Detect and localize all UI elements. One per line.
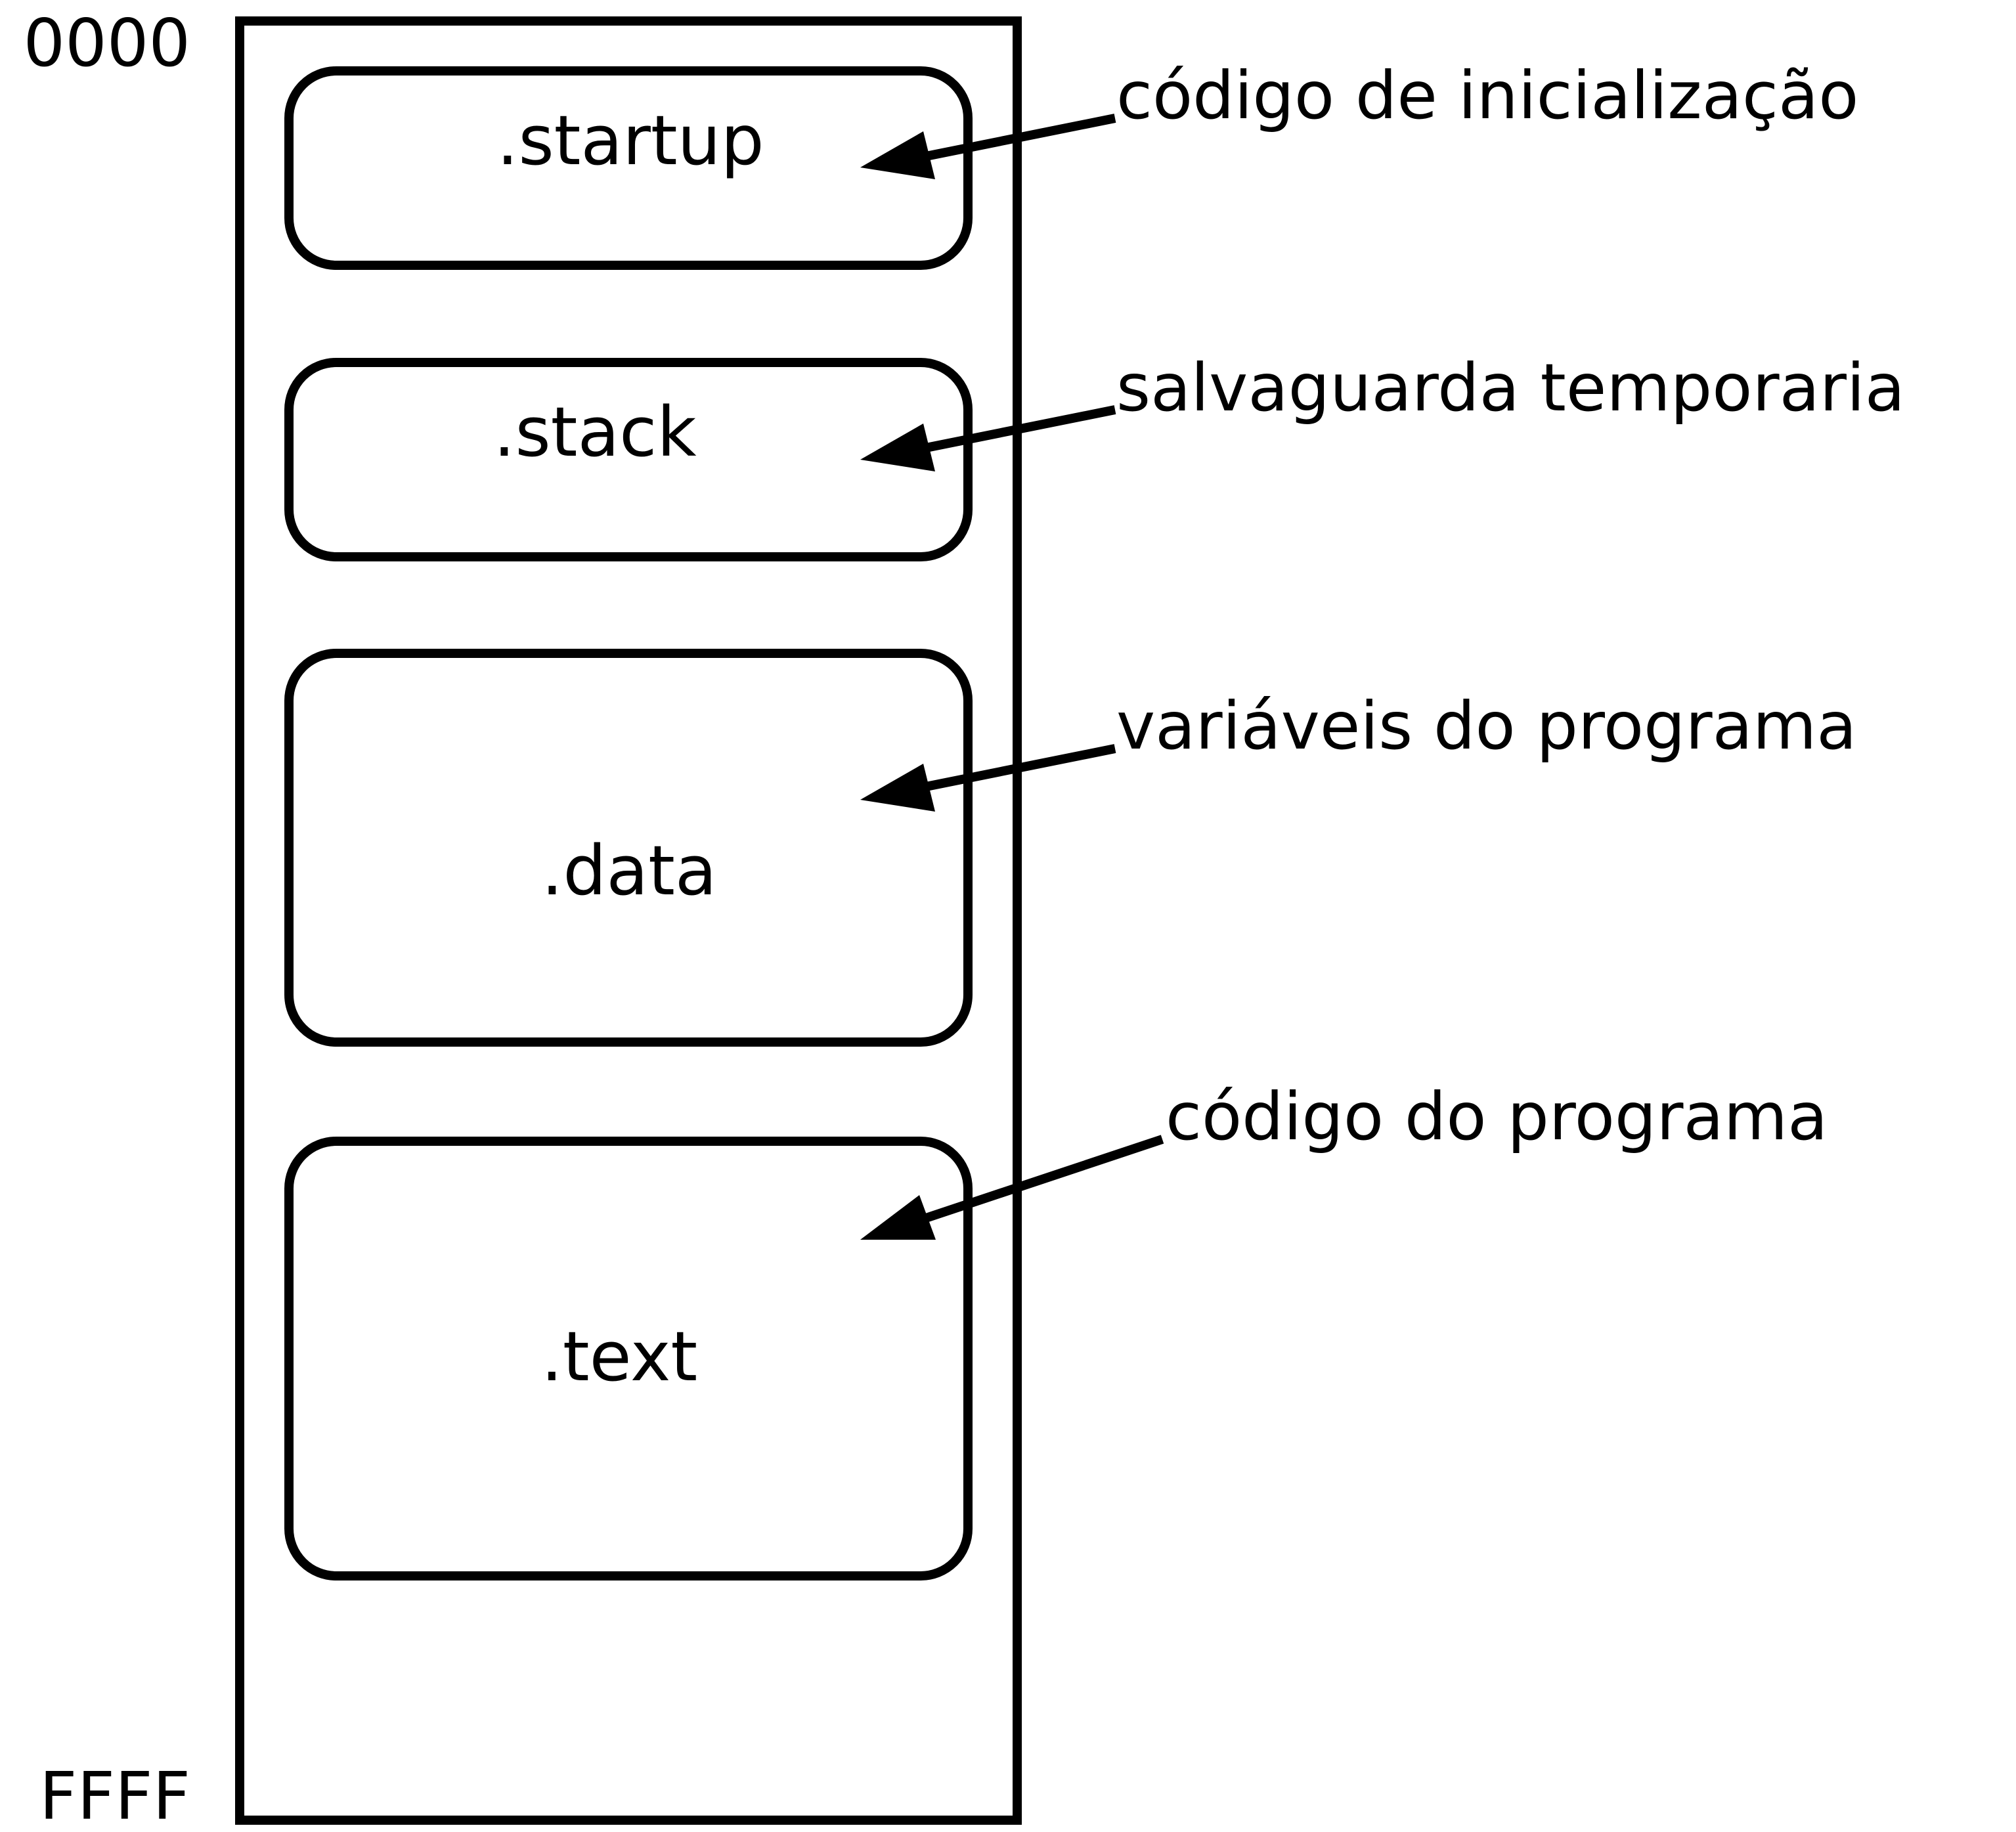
segment-data-label: .data xyxy=(541,831,716,911)
segment-text-box xyxy=(284,1137,973,1581)
memory-block xyxy=(235,16,1022,1825)
segment-startup-box xyxy=(284,66,973,270)
arrow-stack xyxy=(860,405,1116,471)
segment-data-box xyxy=(284,649,973,1047)
description-text: código do programa xyxy=(1166,1078,1828,1155)
segment-text-label: .text xyxy=(541,1317,697,1397)
end-address-label: FFFF xyxy=(39,1758,190,1832)
start-address-label: 0000 xyxy=(24,5,191,81)
description-data: variáveis do programa xyxy=(1116,687,1857,764)
arrow-data xyxy=(860,744,1116,812)
arrow-startup xyxy=(860,114,1116,179)
segment-stack-box xyxy=(284,358,973,561)
description-stack: salvaguarda temporaria xyxy=(1116,349,1905,426)
description-startup: código de inicialização xyxy=(1116,57,1858,134)
segment-startup-label: .startup xyxy=(496,100,764,181)
arrow-text xyxy=(860,1135,1164,1240)
segment-stack-label: .stack xyxy=(493,392,696,472)
